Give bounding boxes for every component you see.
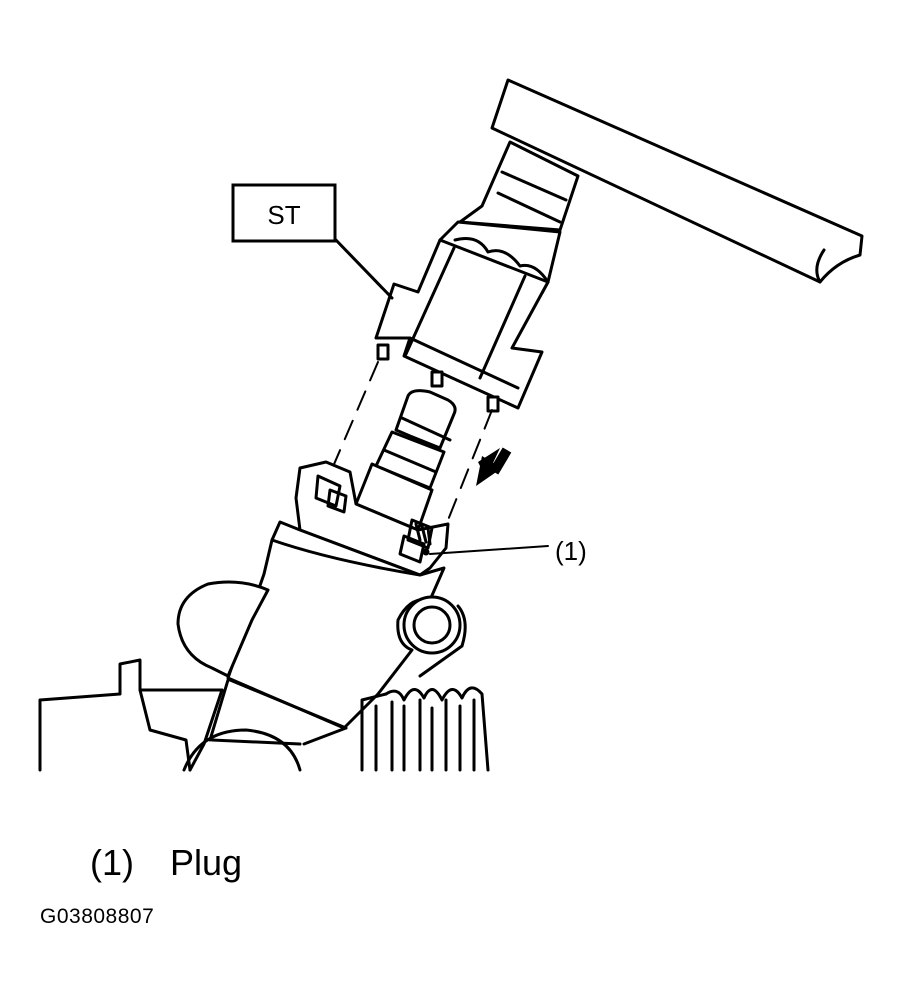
special-tool-label: ST (231, 183, 337, 243)
gearbox-housing (226, 520, 467, 730)
legend-item-text: Plug (170, 842, 243, 883)
housing-boss (176, 580, 270, 678)
figure-code: G03808807 (40, 905, 155, 928)
tool-handle-bar (490, 78, 864, 284)
valve-shaft (354, 389, 457, 532)
rack-boot (360, 686, 490, 772)
special-tool-body (374, 220, 562, 413)
legend-item: (1) Plug (90, 842, 242, 884)
plug-callout-leader (429, 545, 549, 555)
tool-label-leader (332, 236, 394, 300)
plug-housing-top (294, 460, 450, 577)
tool-neck (458, 140, 580, 232)
legend-item-number: (1) (90, 842, 134, 883)
down-left-arrow-icon (476, 447, 512, 486)
svg-text:ST: ST (267, 200, 300, 230)
rack-housing (38, 658, 348, 772)
plug-callout-label: (1) (555, 536, 587, 566)
